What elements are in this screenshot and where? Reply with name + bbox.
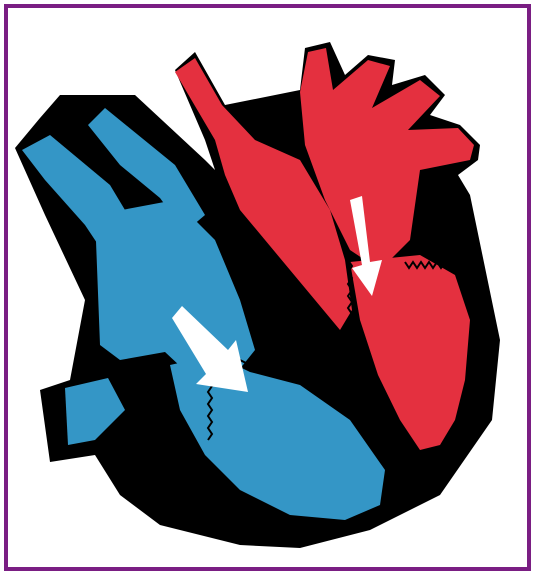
heart-diagram — [0, 0, 533, 573]
